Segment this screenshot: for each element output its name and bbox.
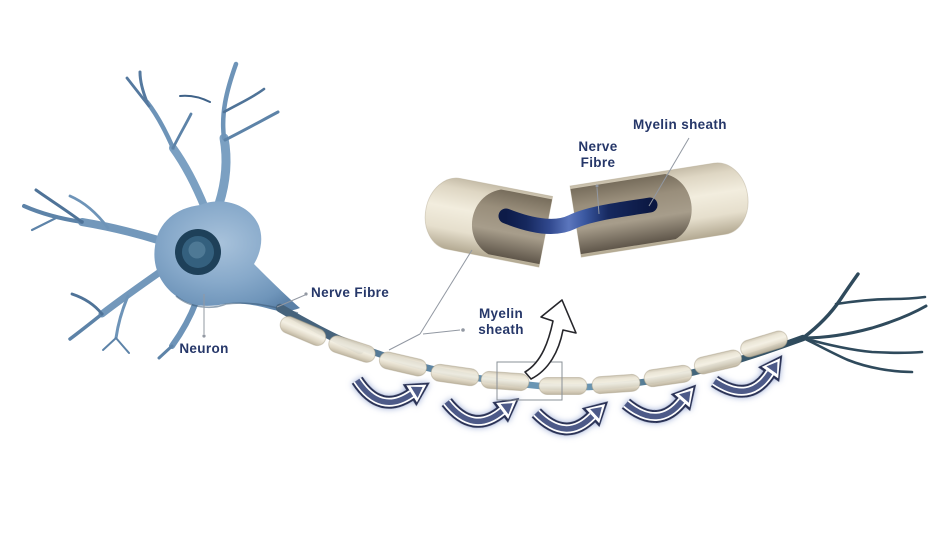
inset-myelin-sheath-label: Myelin sheath	[633, 117, 727, 132]
neuron-cell	[22, 61, 300, 360]
zoom-arrow	[524, 299, 577, 380]
axon-myelin-sheath-line1: Myelin	[478, 306, 524, 321]
dendrites	[22, 61, 280, 360]
inset-nerve-fibre-line1: Nerve	[578, 139, 618, 154]
axon-terminals	[801, 272, 928, 374]
axon-myelin-sheath-line2: sheath	[478, 322, 524, 338]
inset-nerve-fibre-core	[498, 197, 658, 234]
nucleus	[175, 229, 221, 275]
inset-nerve-fibre-label: Nerve Fibre	[578, 139, 617, 172]
conduction-arrow-3	[535, 391, 617, 431]
leader-lines	[202, 137, 690, 351]
inset-left-myelin-cylinder	[424, 177, 554, 268]
inset-nerve-fibre-line2: Fibre	[580, 155, 616, 171]
soma-body	[154, 201, 300, 312]
neuron-label: Neuron	[179, 341, 229, 356]
zoom-region-box	[496, 361, 563, 401]
axon-myelin-sheath-label: Myelin sheath	[478, 306, 524, 339]
myelin-inset	[424, 162, 749, 268]
axon-nerve-fibre-label: Nerve Fibre	[311, 285, 390, 300]
